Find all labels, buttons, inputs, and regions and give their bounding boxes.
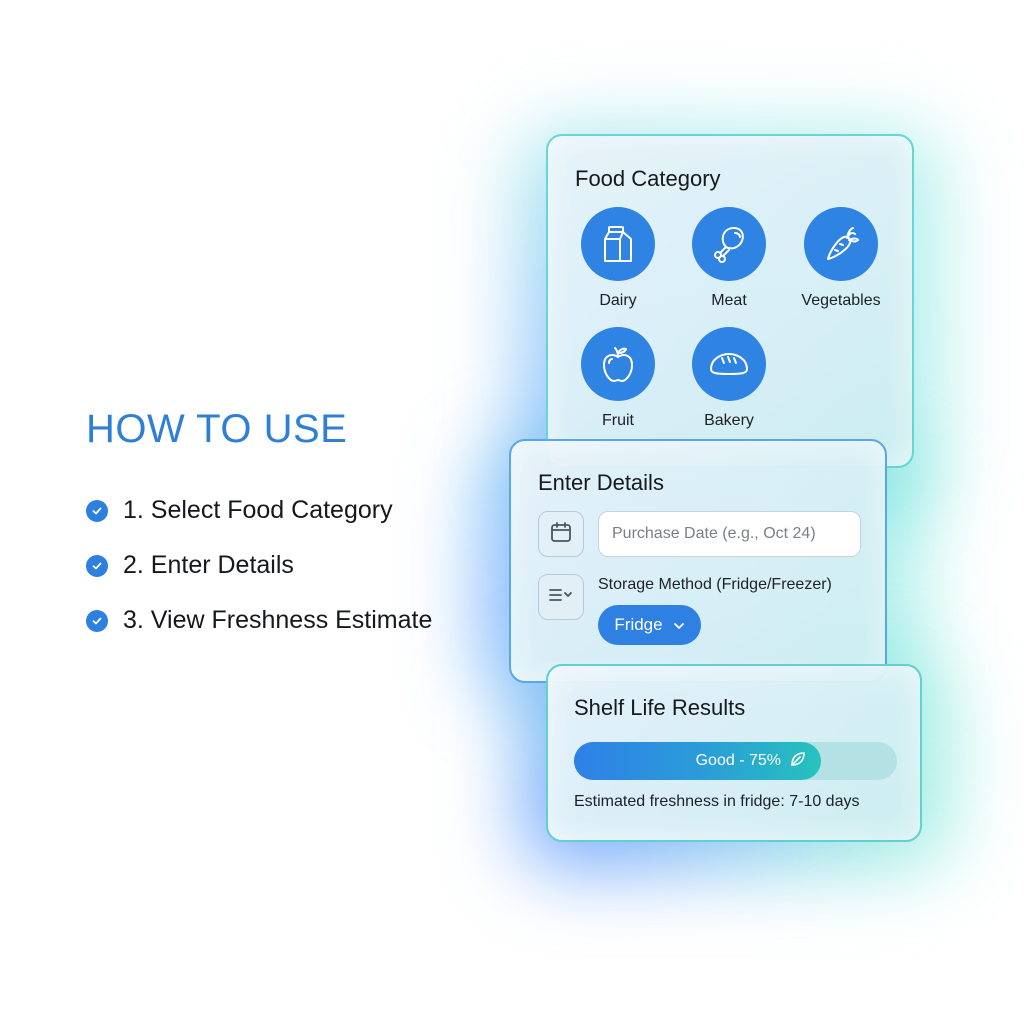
dropdown-selected-value: Fridge xyxy=(614,615,663,634)
enter-details-title: Enter Details xyxy=(538,470,664,495)
drumstick-icon xyxy=(692,207,766,281)
category-dairy[interactable]: Dairy xyxy=(562,207,674,310)
category-fruit[interactable]: Fruit xyxy=(562,327,674,430)
chevron-down-icon xyxy=(673,615,685,635)
calendar-icon xyxy=(549,520,573,549)
step-label: 3. View Freshness Estimate xyxy=(123,606,433,634)
category-label: Dairy xyxy=(599,292,637,309)
storage-method-label: Storage Method (Fridge/Freezer) xyxy=(598,576,832,593)
enter-details-card: Enter Details Storage Method (Fridge/Fre… xyxy=(509,439,887,683)
food-category-title: Food Category xyxy=(575,166,721,191)
category-bakery[interactable]: Bakery xyxy=(673,327,785,430)
purchase-date-input[interactable] xyxy=(598,511,861,557)
category-label: Bakery xyxy=(704,412,754,429)
bread-icon xyxy=(692,327,766,401)
storage-method-button[interactable] xyxy=(538,574,584,620)
category-label: Meat xyxy=(711,292,747,309)
leaf-icon xyxy=(789,750,807,773)
milk-carton-icon xyxy=(581,207,655,281)
step-label: 2. Enter Details xyxy=(123,551,294,579)
carrot-icon xyxy=(804,207,878,281)
freshness-estimate-text: Estimated freshness in fridge: 7-10 days xyxy=(574,793,860,810)
freshness-progress-label: Good - 75% xyxy=(695,752,781,769)
list-dropdown-icon xyxy=(547,585,575,610)
category-meat[interactable]: Meat xyxy=(673,207,785,310)
shelf-life-title: Shelf Life Results xyxy=(574,695,746,720)
step-item: 3. View Freshness Estimate xyxy=(86,593,486,648)
how-to-use-section: HOW TO USE 1. Select Food Category 2. En… xyxy=(86,405,486,648)
shelf-life-results-card: Shelf Life Results Good - 75% Estimated … xyxy=(546,664,922,842)
steps-list: 1. Select Food Category 2. Enter Details… xyxy=(86,483,486,648)
check-circle-icon xyxy=(86,609,108,632)
category-label: Fruit xyxy=(602,412,634,429)
check-circle-icon xyxy=(86,499,108,522)
check-circle-icon xyxy=(86,554,108,577)
category-label: Vegetables xyxy=(801,292,881,309)
apple-icon xyxy=(581,327,655,401)
step-label: 1. Select Food Category xyxy=(123,496,393,524)
storage-method-dropdown[interactable]: Fridge xyxy=(598,605,701,645)
freshness-progress-fill: Good - 75% xyxy=(574,742,821,780)
calendar-button[interactable] xyxy=(538,511,584,557)
step-item: 1. Select Food Category xyxy=(86,483,486,538)
food-category-card: Food Category Dairy Meat xyxy=(546,134,914,468)
freshness-progress-bar: Good - 75% xyxy=(574,742,897,780)
how-to-use-title: HOW TO USE xyxy=(86,407,348,451)
category-vegetables[interactable]: Vegetables xyxy=(785,207,897,310)
step-item: 2. Enter Details xyxy=(86,538,486,593)
